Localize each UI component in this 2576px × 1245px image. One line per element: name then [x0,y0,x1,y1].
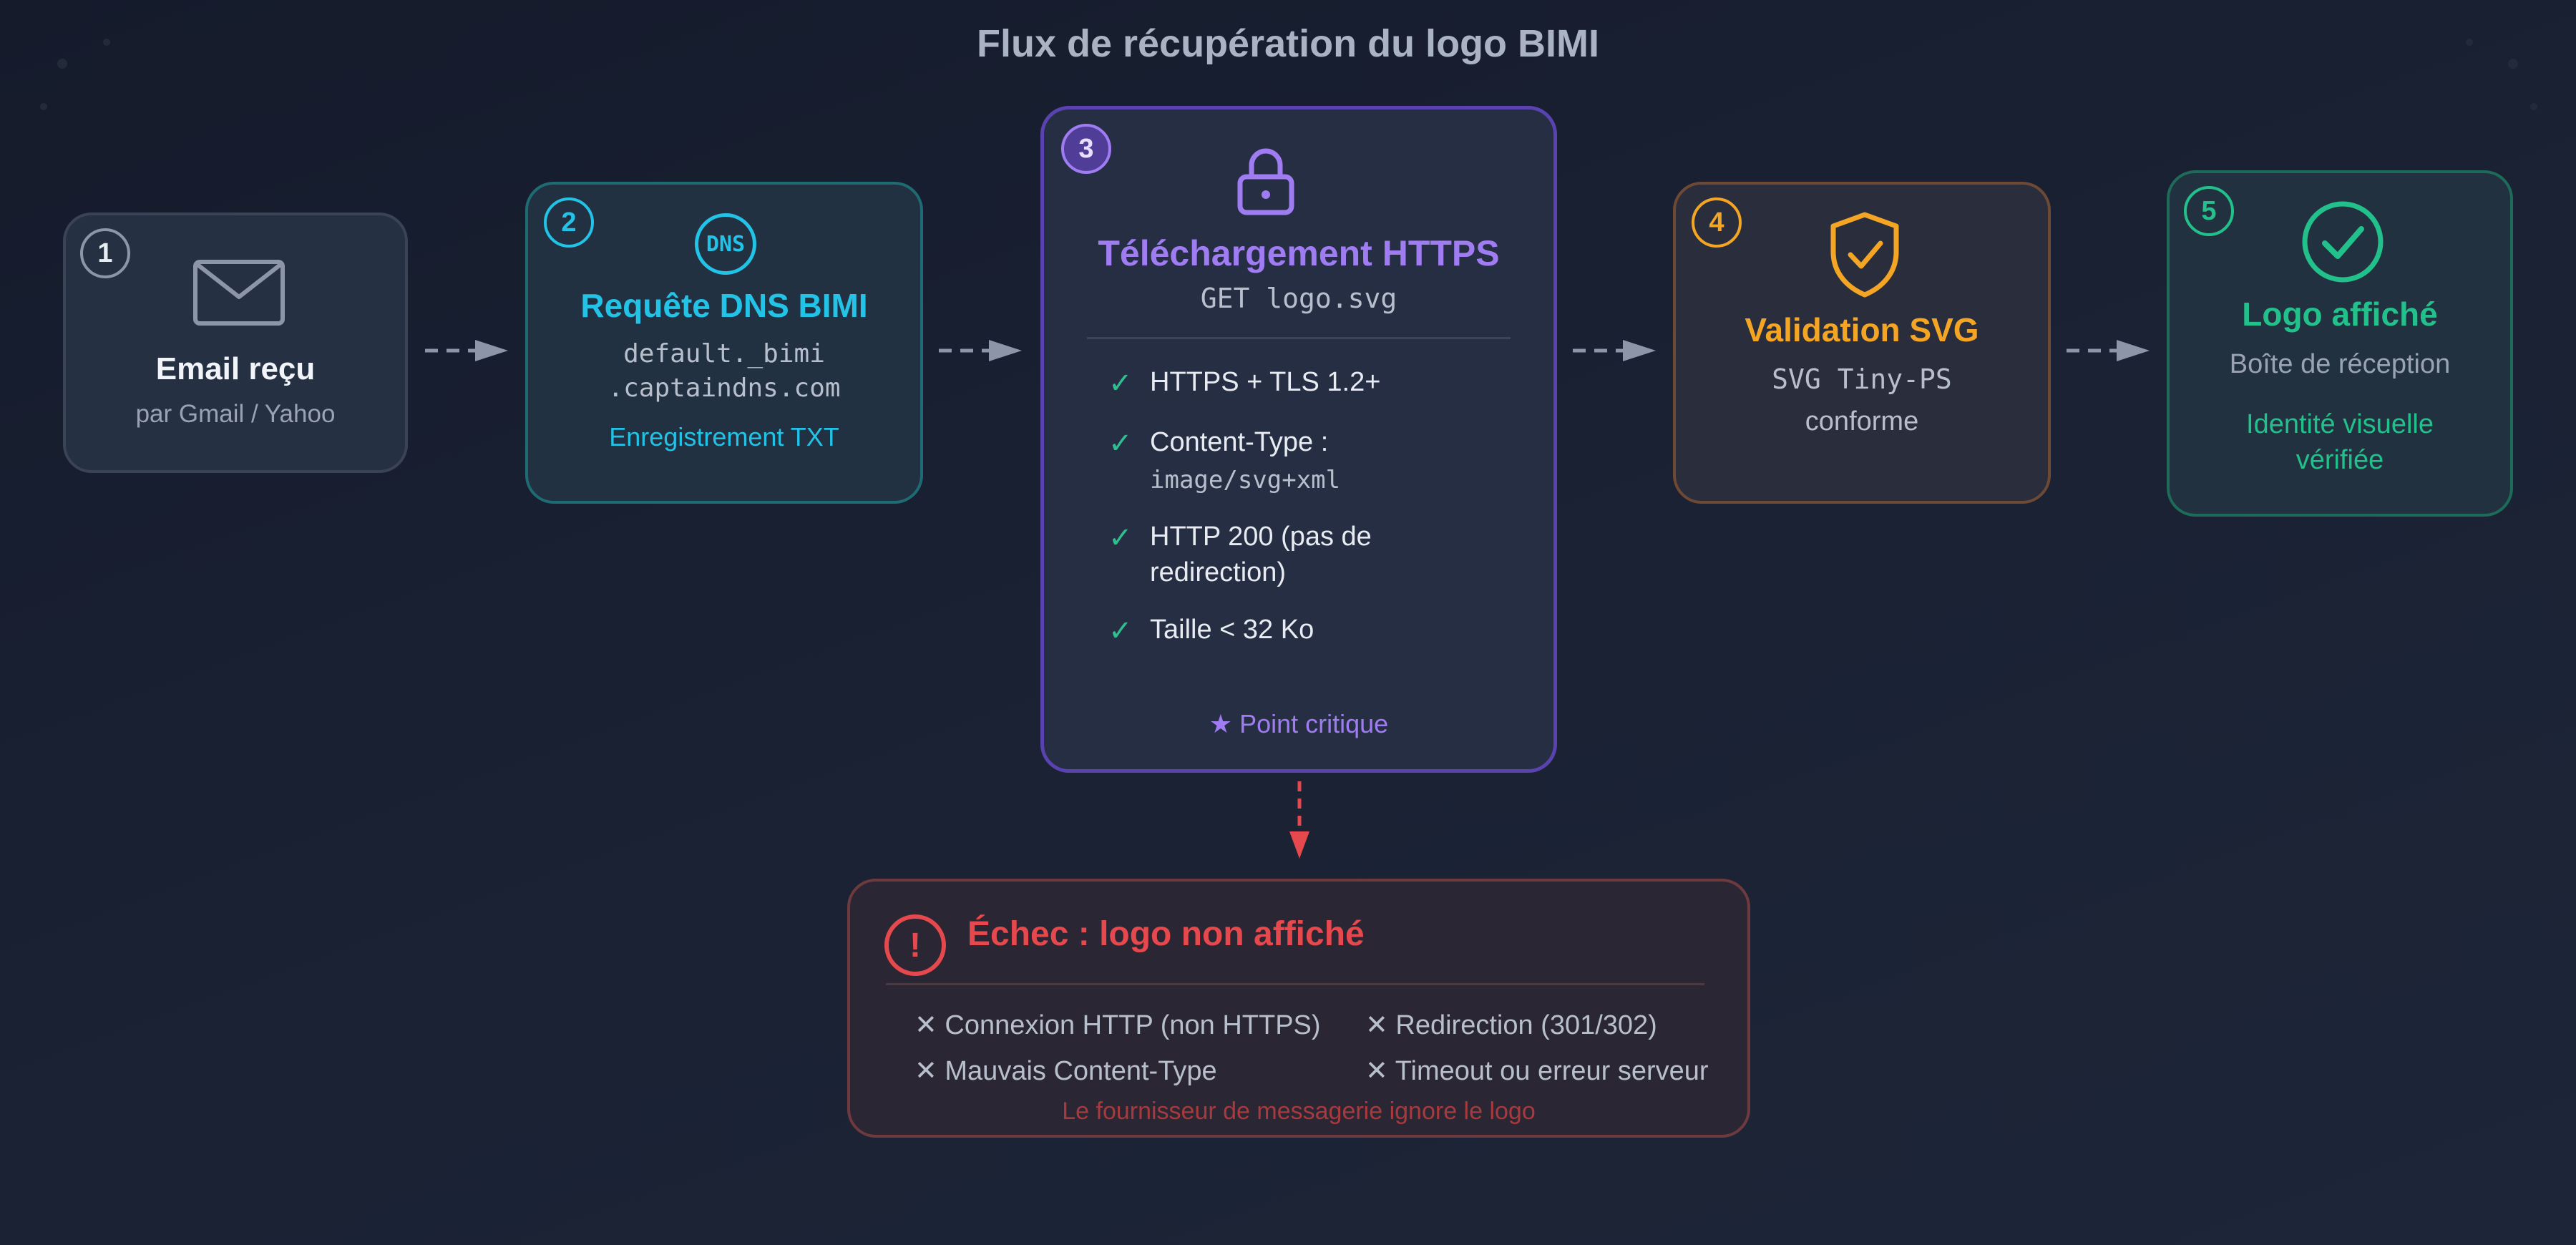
step-note-line2: vérifiée [2296,445,2384,475]
critical-point-note: ★ Point critique [1209,709,1389,738]
step-title: Requête DNS BIMI [580,287,868,324]
check-item: ✓ HTTPS + TLS 1.2+ [1108,367,1525,400]
failure-card: ! Échec : logo non affiché ✕ Connexion H… [847,879,1750,1138]
exclamation-icon: ! [884,914,946,976]
check-text: Taille < 32 Ko [1150,615,1314,645]
step-title: Validation SVG [1745,311,1979,348]
step-number-badge: 5 [2184,186,2234,236]
step-title: Téléchargement HTTPS [1098,233,1500,273]
dns-icon-label: DNS [706,231,746,257]
decorative-dot [2508,59,2518,69]
divider [1087,337,1511,339]
check-item: ✓ Taille < 32 Ko [1108,615,1525,648]
step-4-card: 4 Validation SVG SVG Tiny-PS conforme [1673,182,2051,504]
dns-record-name-line1: default._bimi [623,339,825,368]
step-1-card: 1 Email reçu par Gmail / Yahoo [63,213,408,473]
failure-reason: ✕ Connexion HTTP (non HTTPS) [914,1010,1321,1040]
step-note-line1: Identité visuelle [2246,409,2434,439]
decorative-dot [40,103,47,110]
step-number-badge: 2 [544,197,594,248]
diagram-title: Flux de récupération du logo BIMI [976,22,1600,65]
decorative-dot [57,59,67,69]
shield-check-icon [1830,212,1899,298]
decorative-dot [2530,103,2537,110]
check-circle-icon [2302,201,2384,283]
step-number-badge: 3 [1061,124,1111,174]
failure-footer: Le fournisseur de messagerie ignore le l… [1062,1098,1536,1125]
svg-conformance: conforme [1805,406,1919,436]
decorative-dot [103,39,110,46]
step-3-card: 3 Téléchargement HTTPS GET logo.svg ✓ HT… [1040,106,1557,773]
step-subtitle: Boîte de réception [2229,349,2451,379]
dns-record-name-line2: .captaindns.com [608,374,841,403]
failure-reason: ✕ Redirection (301/302) [1365,1010,1657,1040]
dns-icon: DNS [695,213,756,275]
step-5-card: 5 Logo affiché Boîte de réception Identi… [2167,170,2513,517]
step-note: Enregistrement TXT [609,422,839,451]
step-subtitle: GET logo.svg [1200,283,1397,314]
check-item: ✓ Content-Type : [1108,427,1525,460]
step-subtitle: par Gmail / Yahoo [135,400,336,428]
divider [886,983,1704,985]
check-code: image/svg+xml [1150,466,1341,494]
check-mark-icon: ✓ [1108,368,1133,399]
check-item: ✓ HTTP 200 (pas de [1108,522,1525,555]
failure-reason: ✕ Timeout ou erreur serveur [1365,1056,1709,1086]
step-2-card: 2 DNS Requête DNS BIMI default._bimi .ca… [525,182,923,504]
decorative-dot [2466,39,2473,46]
step-title: Logo affiché [2242,296,2438,333]
step-number-badge: 1 [80,228,130,278]
check-text-continued: redirection) [1150,557,1287,587]
failure-reason: ✕ Mauvais Content-Type [914,1056,1217,1086]
envelope-icon [193,260,285,326]
check-mark-icon: ✓ [1108,615,1133,647]
check-text: HTTP 200 (pas de [1150,522,1372,552]
check-text: HTTPS + TLS 1.2+ [1150,367,1381,397]
lock-icon [1237,148,1294,215]
svg-profile: SVG Tiny-PS [1772,363,1952,395]
step-title: Email reçu [155,351,316,386]
check-text: Content-Type : [1150,427,1329,457]
failure-title: Échec : logo non affiché [967,915,1365,953]
step-number-badge: 4 [1692,197,1742,248]
check-mark-icon: ✓ [1108,428,1133,459]
exclamation-icon-glyph: ! [909,926,921,965]
check-mark-icon: ✓ [1108,522,1133,554]
